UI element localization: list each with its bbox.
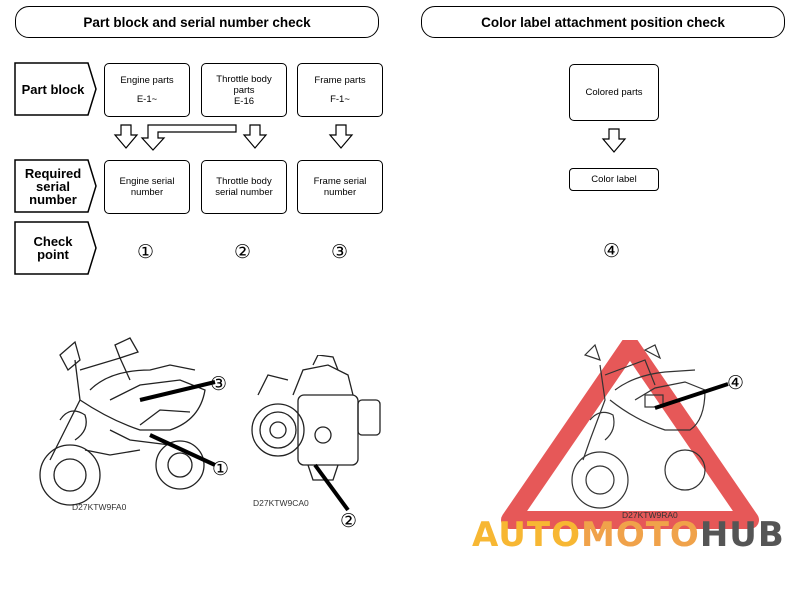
- required-label-line2: serial: [36, 178, 70, 194]
- scooter-callout-3: ③: [210, 373, 228, 395]
- throttle-serial-line2: serial number: [215, 187, 273, 198]
- left-header: Part block and serial number check: [15, 6, 379, 38]
- colored-parts-box: Colored parts: [569, 64, 659, 121]
- right-header-text: Color label attachment position check: [481, 14, 725, 30]
- scooter-left-code: D27KTW9FA0: [72, 502, 127, 512]
- part-block-label-text: Part block: [21, 81, 85, 97]
- throttle-body-illustration: [251, 355, 381, 481]
- watermark-moto: MOTO: [580, 515, 700, 555]
- required-label-line3: number: [29, 191, 77, 207]
- throttle-code: D27KTW9CA0: [253, 498, 309, 508]
- part-block-label: Part block: [15, 63, 91, 115]
- required-serial-label: Required serial number: [15, 160, 91, 212]
- frame-parts-text: Frame parts: [314, 75, 366, 86]
- throttle-to-engine-arrow: [140, 124, 237, 151]
- frame-serial-line2: number: [323, 187, 357, 198]
- engine-serial-line1: Engine serial: [119, 176, 175, 187]
- watermark-hub: HUB: [699, 515, 785, 555]
- right-scooter-callout-4: ④: [727, 372, 745, 394]
- engine-parts-code: E-1~: [136, 94, 158, 105]
- frame-serial-box: Frame serial number: [297, 160, 383, 214]
- right-scooter-illustration: [571, 343, 706, 509]
- check-label-line2: point: [37, 247, 69, 262]
- left-scooter-illustration: [39, 337, 206, 506]
- check-point-4: ④: [603, 240, 621, 262]
- frame-down-arrow: [328, 124, 354, 149]
- engine-serial-box: Engine serial number: [104, 160, 190, 214]
- part-block-label-shape: [14, 62, 97, 116]
- colored-parts-text: Colored parts: [585, 87, 643, 98]
- throttle-serial-line1: Throttle body: [216, 176, 272, 187]
- right-header: Color label attachment position check: [421, 6, 785, 38]
- watermark-auto: AUTO: [472, 515, 581, 555]
- required-label-line1: Required: [24, 165, 82, 181]
- color-down-arrow: [601, 128, 627, 153]
- color-label-box: Color label: [569, 168, 659, 191]
- colored-parts-arrow: [601, 128, 627, 153]
- color-label-text: Color label: [591, 174, 637, 185]
- row-label-shapes: [14, 62, 97, 275]
- watermark-triangle: [501, 340, 759, 529]
- throttle-body-parts-box: Throttle body parts E-16: [201, 63, 287, 117]
- throttle-callout: [313, 463, 350, 512]
- left-scooter-callouts: [139, 380, 216, 467]
- watermark-text: AUTOMOTOHUB: [472, 515, 785, 555]
- check-label-line1: Check: [33, 234, 73, 249]
- throttle-parts-line2: parts: [233, 84, 255, 96]
- frame-parts-code: F-1~: [330, 94, 350, 105]
- scooter-right-code: D27KTW9RA0: [622, 510, 678, 520]
- frame-parts-box: Frame parts F-1~: [297, 63, 383, 117]
- flow-arrows: [113, 124, 354, 151]
- check-point-label: Check point: [15, 222, 91, 274]
- engine-parts-text: Engine parts: [120, 75, 174, 86]
- left-header-text: Part block and serial number check: [83, 14, 311, 30]
- throttle-callout-2: ②: [340, 510, 358, 532]
- throttle-parts-line1: Throttle body: [216, 73, 272, 85]
- throttle-down-arrow: [242, 124, 268, 149]
- right-scooter-callout: [654, 382, 729, 410]
- throttle-parts-code: E-16: [233, 95, 255, 107]
- check-point-3: ③: [331, 241, 349, 263]
- required-label-shape: [14, 159, 97, 213]
- engine-parts-box: Engine parts E-1~: [104, 63, 190, 117]
- engine-serial-line2: number: [130, 187, 164, 198]
- frame-serial-line1: Frame serial: [313, 176, 367, 187]
- check-point-1: ①: [137, 241, 155, 263]
- check-point-2: ②: [234, 241, 252, 263]
- throttle-serial-box: Throttle body serial number: [201, 160, 287, 214]
- check-label-shape: [14, 221, 97, 275]
- scooter-callout-1: ①: [212, 458, 230, 480]
- engine-down-arrow: [113, 124, 139, 149]
